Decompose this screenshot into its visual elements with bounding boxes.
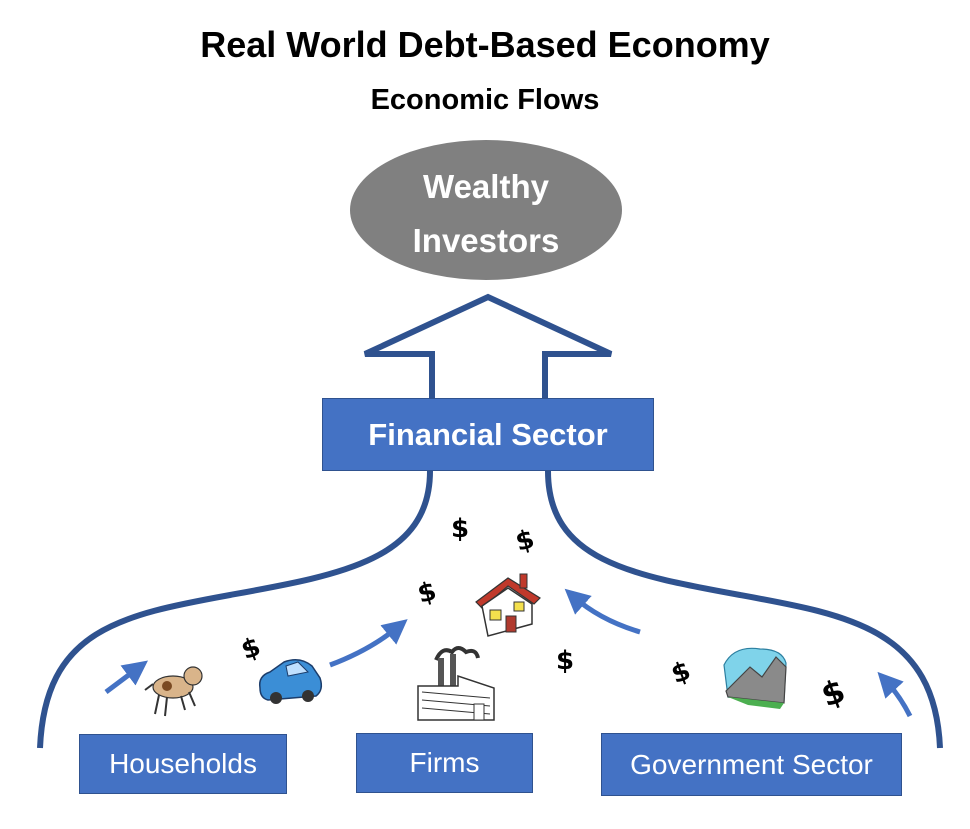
diagram-title: Real World Debt-Based Economy [200, 24, 770, 65]
house-icon [475, 573, 541, 637]
wealthy-investors-ellipse [350, 140, 622, 280]
investors-line-2: Investors [412, 222, 560, 259]
households-box: Households [79, 734, 287, 794]
left-flow-line [37, 470, 433, 749]
right-flow-line [545, 470, 943, 749]
upward-flow-arrow [363, 293, 613, 398]
factory-icon [417, 646, 495, 721]
small-arrow-households [104, 660, 148, 694]
small-arrow-car [329, 619, 408, 668]
small-arrow-gov-center [564, 588, 641, 635]
dollar-sign: $ [451, 514, 470, 544]
dollar-sign: $ [556, 646, 575, 676]
government-sector-box: Government Sector [601, 733, 902, 796]
small-arrow-gov-right [877, 671, 913, 718]
diagram-subtitle: Economic Flows [370, 84, 600, 116]
investors-line-1: Wealthy [423, 168, 549, 205]
car-icon [258, 659, 323, 704]
financial-sector-box: Financial Sector [322, 398, 654, 471]
firms-box: Firms [356, 733, 533, 793]
mountain-icon [723, 647, 787, 709]
wealthy-investors-label: Wealthy Investors [350, 160, 622, 268]
dog-icon [144, 666, 203, 717]
